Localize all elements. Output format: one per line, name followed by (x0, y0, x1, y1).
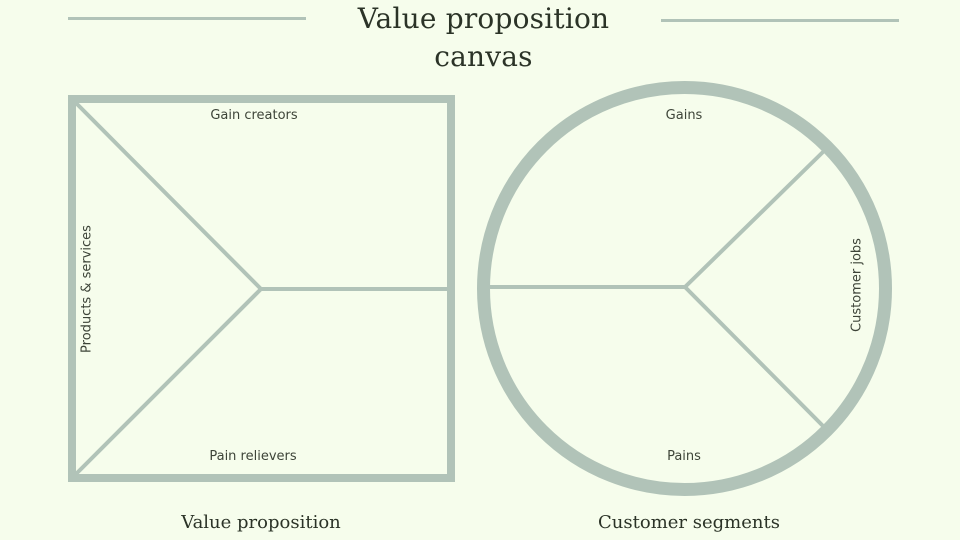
page-title: Value proposition canvas (357, 2, 610, 73)
customer-segments-circle (477, 81, 892, 496)
value-proposition-square (68, 95, 455, 482)
pain-relievers-label: Pain relievers (209, 449, 297, 464)
pains-label: Pains (667, 449, 701, 464)
title-divider-left (68, 17, 306, 20)
products-services-label: Products & services (79, 225, 95, 353)
customer-segments-caption: Customer segments (598, 512, 780, 533)
value-proposition-caption: Value proposition (181, 512, 341, 533)
title-divider-right (661, 19, 899, 22)
gain-creators-label: Gain creators (210, 108, 298, 123)
gains-label: Gains (665, 108, 703, 123)
customer-jobs-label: Customer jobs (849, 238, 865, 332)
